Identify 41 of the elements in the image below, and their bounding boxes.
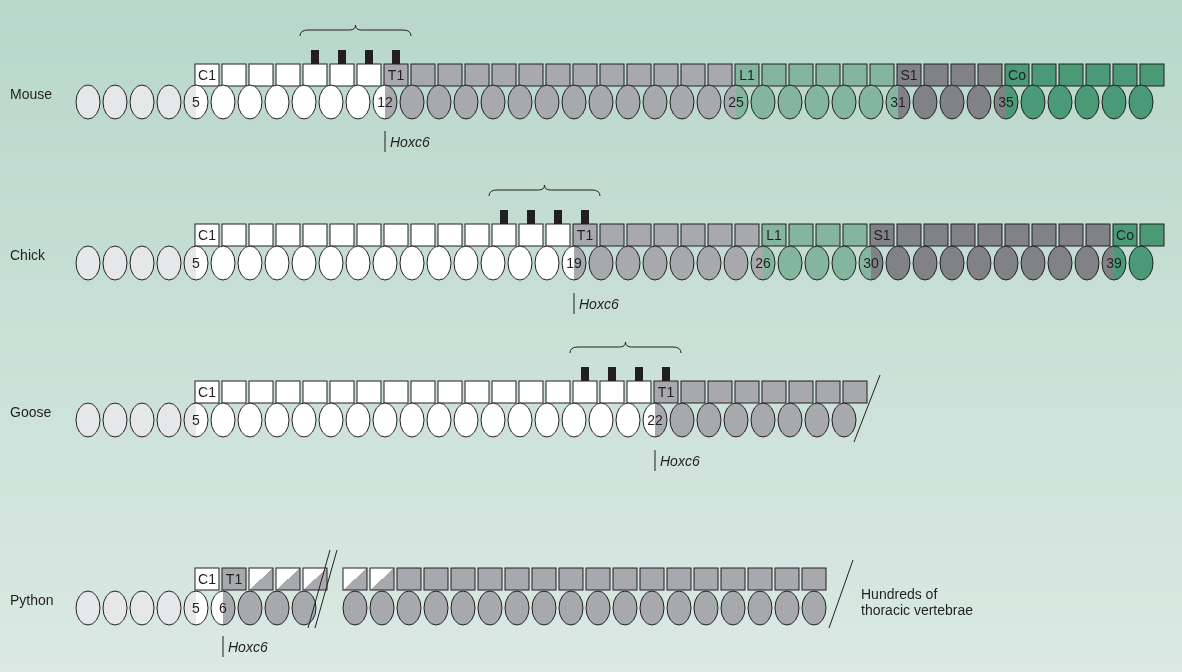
somite-number: 39 (1106, 255, 1122, 271)
species-label: Chick (10, 247, 45, 263)
gene-label: Hoxc6 (660, 453, 700, 469)
somite-number: 5 (192, 600, 200, 616)
somite-number: 22 (647, 412, 663, 428)
somite-number: 19 (566, 255, 582, 271)
somite-number: 25 (728, 94, 744, 110)
leader-line (654, 449, 656, 472)
somite-number: 5 (192, 412, 200, 428)
vertebra-label: C1 (198, 571, 216, 587)
leader-line (573, 292, 575, 315)
vertebra-label: S1 (900, 67, 918, 83)
vertebra-label: T1 (576, 227, 594, 243)
somite-number: 6 (219, 600, 227, 616)
vertebra-label: T1 (225, 571, 243, 587)
note: Hundreds of thoracic vertebrae (861, 586, 975, 618)
vertebra-label: L1 (739, 67, 755, 83)
gene-label: Hoxc6 (579, 296, 619, 312)
species-label: Mouse (10, 86, 53, 102)
somite-number: 35 (998, 94, 1014, 110)
vertebra-label: C1 (198, 227, 216, 243)
somite-number: 12 (377, 94, 393, 110)
leader-line (222, 635, 224, 658)
gene-label: Hoxc6 (228, 639, 268, 655)
vertebra-label: S1 (873, 227, 891, 243)
gene-label: Hoxc6 (390, 134, 430, 150)
vertebra-label: C1 (198, 384, 216, 400)
somite-number: 5 (192, 94, 200, 110)
somite-number: 31 (890, 94, 906, 110)
vertebra-label: Co (1008, 67, 1026, 83)
vertebra-label: C1 (198, 67, 216, 83)
leader-line (384, 130, 386, 153)
vertebra-label: Co (1116, 227, 1134, 243)
somite-number: 30 (863, 255, 879, 271)
species-label: Python (10, 592, 54, 608)
vertebra-label: T1 (387, 67, 405, 83)
somite-number: 26 (755, 255, 771, 271)
vertebra-label: T1 (657, 384, 675, 400)
vertebra-label: L1 (766, 227, 782, 243)
species-label: Goose (10, 404, 52, 420)
somite-number: 5 (192, 255, 200, 271)
